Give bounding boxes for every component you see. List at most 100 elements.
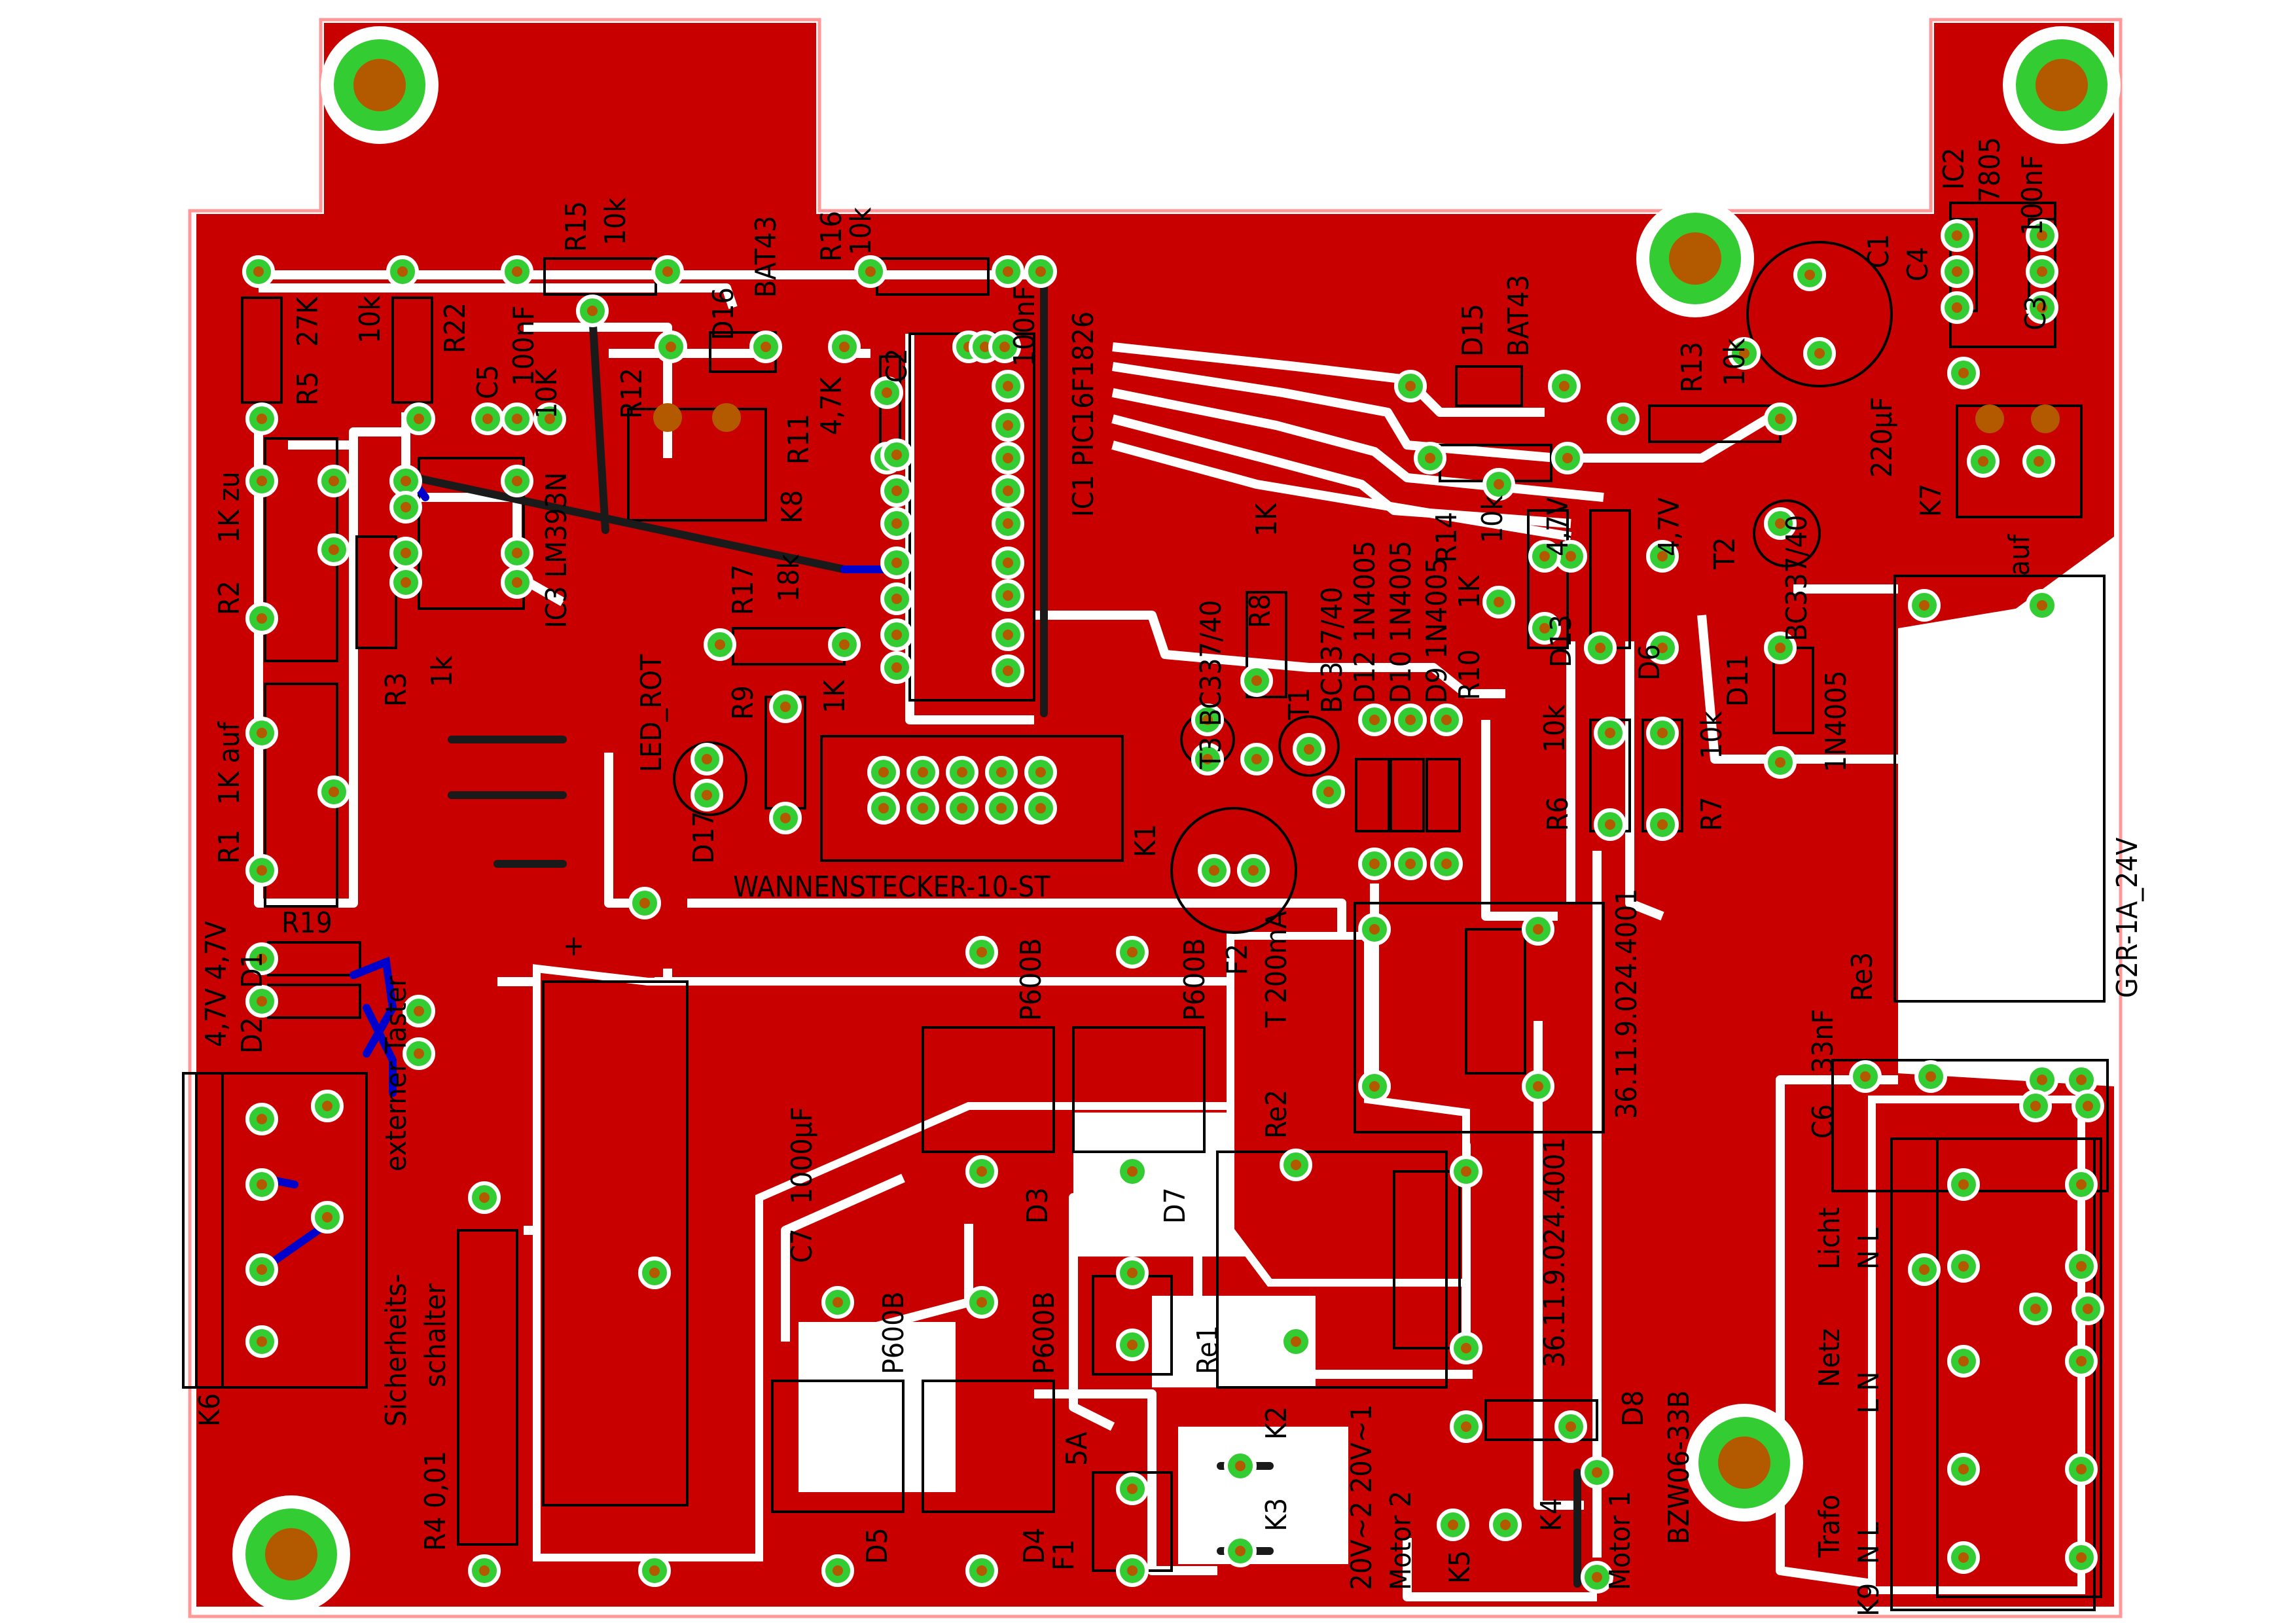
pad-drill — [1003, 630, 1013, 640]
pad-drill — [891, 630, 902, 640]
pad-drill — [1952, 230, 1962, 241]
label-sicherheits: Sicherheits- — [380, 1274, 413, 1427]
label-led: LED_ROT — [635, 654, 668, 772]
pad-drill — [891, 558, 902, 568]
pad-drill — [2076, 1552, 2087, 1563]
pad-drill — [1127, 1484, 1138, 1494]
pad-drill — [1775, 414, 1785, 424]
label-re1: Re1 — [1191, 1325, 1225, 1374]
pad-group — [242, 219, 2104, 1594]
label-g2r: G2R-1A_24V — [2111, 838, 2144, 998]
pad-drill — [839, 639, 850, 650]
label-motor2: Motor 2 — [1384, 1491, 1418, 1590]
pad-drill — [639, 898, 650, 908]
label-bat43-a: BAT43 — [749, 216, 783, 298]
label-k9: K9 — [1852, 1583, 1886, 1616]
pad-drill — [1978, 456, 1988, 467]
pad-drill — [1958, 1261, 1969, 1272]
pad-drill — [1291, 1336, 1301, 1347]
label-trafo-nl: N L — [1852, 1522, 1886, 1564]
pad-drill — [1595, 643, 1605, 653]
pad-drill — [545, 414, 555, 424]
label-f1-val: 5A — [1060, 1432, 1094, 1466]
label-r15-val: 10k — [599, 198, 632, 245]
label-k2: K2 — [1260, 1406, 1293, 1440]
pad-drill — [401, 577, 411, 588]
pad-drill — [1003, 666, 1013, 676]
pad-drill — [1618, 414, 1628, 424]
label-r17: R17 — [726, 564, 760, 615]
pad-drill — [1657, 643, 1668, 653]
pad-drill — [2037, 302, 2047, 313]
label-r6-val: 10k — [1538, 705, 1571, 753]
pad-drill — [1209, 865, 1219, 876]
pad-drill — [1919, 1264, 1929, 1275]
pad-drill — [257, 1179, 267, 1190]
pad-drill — [1958, 1464, 1969, 1474]
pad-drill — [996, 767, 1007, 777]
pad-drill — [839, 342, 850, 352]
label-r14: R14 — [1430, 512, 1463, 563]
pad-drill — [1235, 1546, 1246, 1556]
pad-drill — [1559, 381, 1570, 391]
pad-drill — [878, 803, 889, 813]
label-k1: K1 — [1129, 824, 1162, 857]
label-c7: C7 — [785, 1228, 819, 1263]
label-ic2: IC2 — [1937, 148, 1971, 190]
label-c4-val: 100nF — [2016, 155, 2049, 236]
label-r13: R13 — [1676, 342, 1709, 393]
pad-drill — [977, 947, 987, 957]
pad-drill — [1323, 787, 1334, 797]
pad-drill — [1003, 381, 1013, 391]
pad-drill — [1657, 819, 1668, 830]
pad-drill — [1919, 600, 1929, 611]
pad-drill — [702, 790, 712, 800]
label-netz: Netz — [1813, 1329, 1846, 1387]
pad-drill — [482, 414, 493, 424]
pad-drill — [1739, 348, 1749, 359]
label-r3-val: 1k — [425, 656, 459, 687]
pad-drill — [918, 803, 928, 813]
pad-drill — [1657, 551, 1668, 562]
label-r7: R7 — [1695, 796, 1729, 831]
label-r22-val: 10k — [353, 296, 387, 344]
label-f2: F2 — [1221, 944, 1254, 975]
label-d1: D1 — [236, 952, 269, 988]
pad-drill — [257, 1264, 267, 1275]
board-outline — [188, 18, 2123, 1618]
label-netz-nl: L N — [1852, 1372, 1886, 1414]
label-r8: R8 — [1244, 594, 1277, 628]
pad-drill — [891, 486, 902, 496]
pad-drill — [253, 266, 264, 277]
label-f1: F1 — [1047, 1539, 1081, 1571]
pad-drill — [1539, 623, 1550, 633]
pad-drill — [1566, 1421, 1576, 1432]
pad-drill — [1461, 1343, 1471, 1353]
label-k6: K6 — [193, 1393, 226, 1427]
pad-drill — [1592, 1572, 1602, 1582]
label-p600b-3: P600B — [877, 1291, 910, 1374]
pad-drill — [1448, 1520, 1458, 1530]
pad-drill — [1127, 1166, 1138, 1177]
label-r19: R19 — [281, 906, 332, 940]
mounting-holes — [232, 26, 2121, 1613]
label-re3: Re3 — [1846, 952, 1879, 1001]
label-k8: K8 — [776, 490, 809, 524]
label-wannenstecker: WANNENSTECKER-10-ST — [733, 870, 1050, 904]
pad-drill — [329, 544, 339, 555]
label-r5-val: 27K — [291, 296, 325, 347]
label-r1: R1 — [213, 829, 246, 864]
pad-drill — [1405, 859, 1416, 869]
label-d9: D9 1N4005 — [1420, 557, 1454, 704]
pad-drill — [1127, 1340, 1138, 1350]
label-c1: C1 — [1862, 234, 1895, 268]
pad-drill — [1952, 266, 1962, 277]
pad-drill — [329, 476, 339, 486]
pad-drill — [2076, 1464, 2087, 1474]
pad-drill — [977, 1297, 987, 1308]
pad-drill — [1500, 1520, 1511, 1530]
label-d13-val: 4,7V — [1541, 497, 1575, 556]
pad-drill — [1405, 381, 1416, 391]
label-c5: C5 — [471, 365, 505, 399]
label-t2-val: BC337/40 — [1780, 515, 1814, 641]
